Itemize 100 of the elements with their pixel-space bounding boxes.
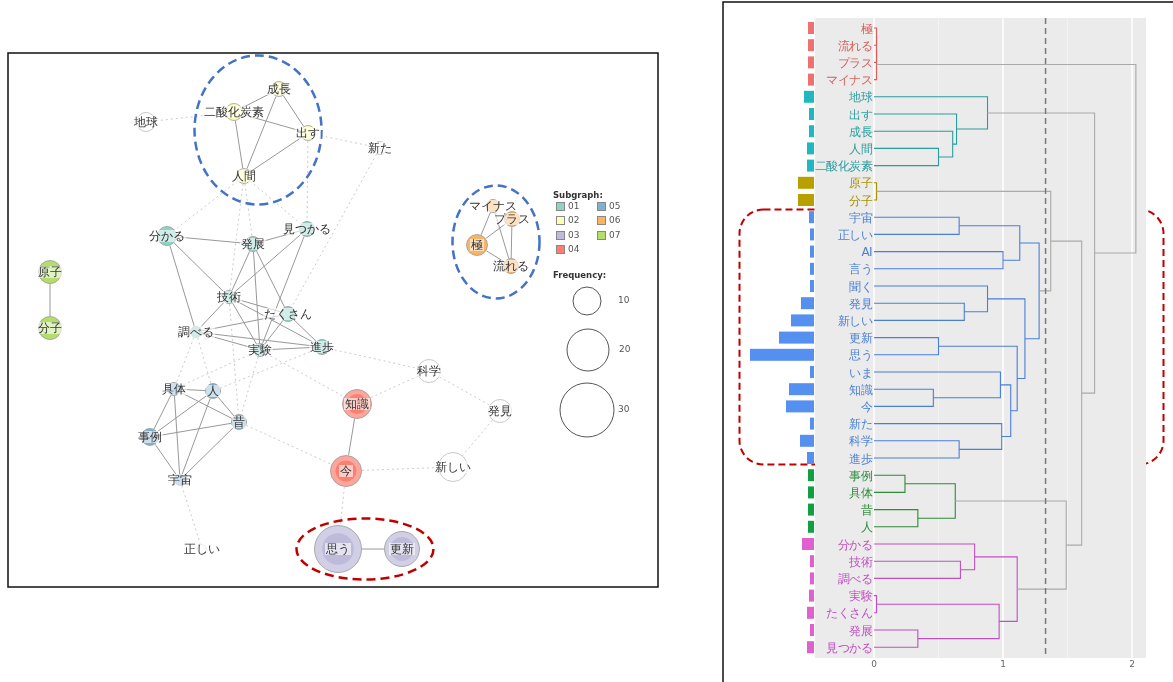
leaf-label: 昔 xyxy=(860,503,872,518)
connector-line xyxy=(181,398,211,475)
leaf-label: 新しい xyxy=(837,313,872,328)
leaf-label: 地球 xyxy=(849,90,872,105)
highlight-ellipse xyxy=(295,517,435,581)
word-node: 今 xyxy=(330,455,362,487)
dotted-connector xyxy=(370,375,419,399)
connector-line xyxy=(176,236,246,244)
word-node: 人間 xyxy=(231,168,257,184)
leaf-label: 流れる xyxy=(837,38,872,53)
word-node: 原子 xyxy=(37,260,63,284)
connector-line xyxy=(201,333,254,349)
word-node: 調べる xyxy=(177,326,215,338)
connector-line xyxy=(183,427,234,477)
dotted-connector xyxy=(291,153,378,308)
leaf-label: 正しい xyxy=(837,227,872,242)
leaf-label: AI xyxy=(861,245,872,260)
connector-line xyxy=(250,136,302,173)
connector-line xyxy=(231,250,251,292)
connector-line xyxy=(293,319,317,342)
connector-line xyxy=(361,548,385,550)
word-node: 発展 xyxy=(240,236,266,252)
leaf-label: 人 xyxy=(860,520,872,535)
dotted-connector xyxy=(197,337,212,384)
highlight-ellipse xyxy=(193,54,323,206)
legend-label: 06 xyxy=(609,215,621,226)
connector-line xyxy=(173,242,225,293)
word-node: 更新 xyxy=(384,531,420,567)
dotted-connector xyxy=(245,424,332,465)
word-node: 地球 xyxy=(133,112,159,132)
dotted-connector xyxy=(229,183,244,291)
leaf-label: 宇宙 xyxy=(849,210,872,225)
axis-tick-label: 0 xyxy=(870,659,878,670)
legend-label: 20 xyxy=(619,344,631,355)
connector-line xyxy=(173,395,181,475)
leaf-label: 科学 xyxy=(849,434,872,449)
connector-line xyxy=(256,250,285,308)
leaf-label: 見つかる xyxy=(826,640,872,655)
word-node: 具体 xyxy=(161,382,187,396)
dotted-connector xyxy=(181,485,201,545)
connector-line xyxy=(510,226,513,259)
connector-line xyxy=(241,92,273,109)
legend-label: 10 xyxy=(618,295,630,306)
leaf-label: プラス xyxy=(837,55,872,70)
connector-line xyxy=(485,250,505,263)
connector-line xyxy=(235,298,281,313)
word-node: 流れる xyxy=(492,258,530,274)
word-node: 思う xyxy=(314,525,362,573)
legend-heading: Subgraph: xyxy=(553,190,603,200)
leaf-label: 技術 xyxy=(849,554,872,569)
connector-line xyxy=(262,235,305,344)
dotted-connector xyxy=(249,180,302,225)
legend-label: 05 xyxy=(609,201,621,212)
connector-line xyxy=(169,245,195,327)
word-node: 分子 xyxy=(37,316,63,340)
leaf-label: 極 xyxy=(860,21,872,36)
connector-line xyxy=(263,319,284,345)
connector-line xyxy=(217,396,235,417)
axis-tick-label: 1 xyxy=(999,659,1007,670)
word-node: マイナス xyxy=(468,199,518,213)
highlight-ellipse xyxy=(451,184,541,300)
word-node: たくさん xyxy=(263,306,313,322)
connector-line xyxy=(232,302,257,345)
legend-label: 02 xyxy=(568,215,580,226)
leaf-label: 分かる xyxy=(837,537,872,552)
word-node: プラス xyxy=(493,211,531,227)
dotted-connector xyxy=(240,356,259,415)
connector-line xyxy=(179,391,233,419)
connector-line xyxy=(199,301,225,329)
word-node: 正しい xyxy=(183,544,221,554)
connector-line xyxy=(153,394,172,430)
leaf-label: 進歩 xyxy=(849,451,872,466)
dotted-connector xyxy=(462,419,493,456)
word-node: 二酸化炭素 xyxy=(203,103,265,121)
dotted-connector xyxy=(244,183,253,237)
connector-line xyxy=(158,422,232,436)
word-node: 発見 xyxy=(487,399,513,423)
leaf-label: 今 xyxy=(860,399,872,414)
connector-line xyxy=(348,418,356,456)
leaf-label: たくさん xyxy=(826,606,872,621)
dotted-connector xyxy=(176,337,195,383)
leaf-label: 成長 xyxy=(849,124,872,139)
connector-line xyxy=(282,95,305,127)
word-node: 実験 xyxy=(247,343,273,357)
leaf-label: 原子 xyxy=(849,176,872,191)
leaf-label: 人間 xyxy=(849,141,872,156)
word-node: 知識 xyxy=(342,389,372,419)
leaf-label: 実験 xyxy=(849,589,872,604)
connector-line xyxy=(201,315,281,332)
connector-line xyxy=(234,299,316,344)
word-node: 科学 xyxy=(416,359,442,383)
legend-label: 01 xyxy=(568,201,580,212)
leaf-label: いま xyxy=(849,365,872,380)
leaf-label: 調べる xyxy=(837,571,872,586)
legend-label: 30 xyxy=(618,404,630,415)
word-node: 成長 xyxy=(266,81,292,97)
leaf-label: 二酸化炭素 xyxy=(815,159,872,174)
word-node: 宇宙 xyxy=(167,474,193,486)
connector-line xyxy=(494,212,510,259)
legend-label: 03 xyxy=(568,230,580,241)
